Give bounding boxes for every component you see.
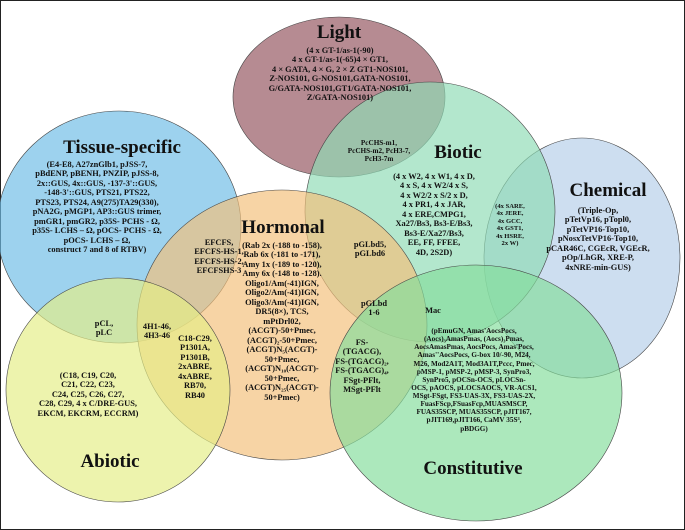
tissue-hormonal-overlap: EFCFS, EFCFS-HS-1, EFCFS-HS-2, EFCFSHS-3 — [194, 238, 244, 276]
hormonal-promoters: (Rab 2x (-188 to -158), Rab 6x (-181 to … — [242, 241, 322, 402]
tissue-abiotic-overlap: pCL, pLC — [94, 319, 114, 338]
light-title: Light — [316, 22, 362, 43]
light-biotic-overlap: PcCHS-m1, PcCHS-m2, PcH3-7, PcH3-7m — [347, 139, 411, 164]
hormonal-biotic-overlap: pGLbd5, pGLbd6 — [353, 240, 387, 259]
chemical-title: Chemical — [569, 180, 647, 201]
biotic-chemical-overlap: (4x SARE, 4x JERE, 4x GCC, 4x GST1, 4x H… — [495, 203, 525, 248]
constitutive-title: Constitutive — [423, 458, 523, 479]
constitutive-circle — [329, 264, 623, 522]
biotic-promoters: (4 x W2, 4 x W1, 4 x D, 4 x S, 4 x W2/4 … — [393, 172, 475, 257]
abiotic-circle — [5, 277, 231, 503]
tissue-hormonal-abiotic-overlap: 4H1-46, 4H3-46 — [142, 322, 172, 341]
tissue-specific-promoters: (E4-E8, A27znGlb1, pJSS-7, pBdENP, pBENH… — [32, 160, 162, 255]
hormonal-abiotic-overlap: C18-C29, P1301A, P1301B, 2xABRE, 4xABRE,… — [178, 334, 212, 400]
constitutive-promoters: (pEmuGN, Amas'AocsPocs, (Aocs)₃AmasPmas,… — [411, 327, 537, 433]
hormonal-biotic-constitutive-overlap: pGLbd 1-6 — [360, 299, 388, 318]
abiotic-title: Abiotic — [80, 451, 140, 472]
tissue-specific-title: Tissue-specific — [63, 137, 181, 158]
hormonal-constitutive-overlap: FS- (TGACG), FS-(TGACG)₂, FS-(TGACG)₄, F… — [335, 338, 389, 395]
hormonal-title: Hormonal — [241, 217, 325, 238]
chemical-promoters: (Triple-Op, pTetVp16, pTopl0, pTetVP16-T… — [546, 206, 650, 272]
abiotic-promoters: (C18, C19, C20, C21, C22, C23, C24, C25,… — [37, 371, 139, 418]
biotic-constitutive-overlap: Mac — [425, 306, 441, 315]
light-promoters: (4 x GT-1/as-1(-90) 4 x GT-1/as-1(-65)4 … — [268, 46, 412, 103]
biotic-title: Biotic — [434, 142, 482, 163]
